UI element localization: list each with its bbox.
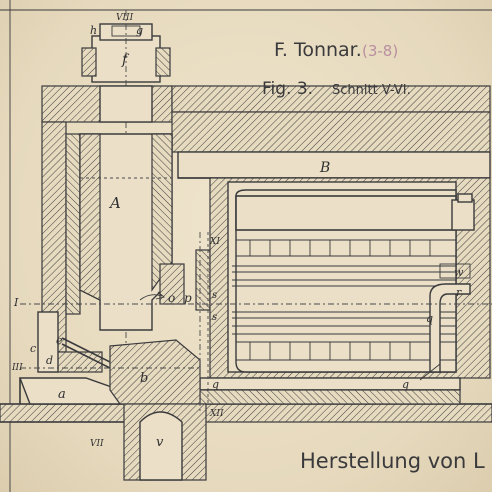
label-f: f <box>121 52 130 68</box>
flue-channel-B-wall <box>171 111 491 153</box>
door-frame-cde <box>37 311 59 373</box>
label-q-left: q <box>212 378 219 391</box>
flue-channel-B <box>177 151 491 179</box>
label-b: b <box>140 371 148 386</box>
label-VIII: VIII <box>116 13 134 23</box>
label-d: d <box>46 354 53 367</box>
label-g: g <box>136 24 143 37</box>
label-e: e <box>56 334 63 347</box>
plate-reference: (3-8) <box>362 42 398 60</box>
label-p: p <box>184 291 192 305</box>
label-a: a <box>58 387 66 402</box>
label-c: c <box>30 342 36 355</box>
roof-masonry-right <box>171 85 491 113</box>
outlet-flange <box>451 199 475 231</box>
label-III: III <box>11 363 23 373</box>
retort-inner-lines <box>232 265 456 335</box>
label-s-bottom: s <box>212 312 217 323</box>
label-q-right: q <box>402 378 409 391</box>
section-title: Schnitt V-VI. <box>332 83 411 98</box>
label-XII: XII <box>209 409 224 419</box>
label-q-top: q <box>426 312 433 325</box>
gas-pipe-q <box>429 283 471 373</box>
label-w: w <box>454 266 464 279</box>
ground-floor <box>0 403 492 423</box>
label-VII: VII <box>90 439 104 449</box>
ash-door-a <box>18 377 121 405</box>
label-r: r <box>456 286 462 299</box>
retort-tube-row-lower <box>236 341 456 361</box>
flow-arrow-o <box>139 294 163 301</box>
label-XI: XI <box>209 237 220 247</box>
ash-channel-v <box>139 411 183 481</box>
caption-text: Herstellung von L <box>300 449 485 473</box>
retort-tube-row-upper <box>236 239 456 257</box>
label-I: I <box>13 296 19 309</box>
author-title: F. Tonnar. <box>274 39 362 61</box>
figure-number: Fig. 3. <box>262 79 313 99</box>
label-h: h <box>90 24 97 37</box>
label-v: v <box>156 435 164 450</box>
bottom-flue-q <box>199 377 461 391</box>
hearth-masonry <box>109 339 201 405</box>
label-o: o <box>168 291 175 305</box>
retort-cylinder <box>235 189 457 373</box>
label-B: B <box>319 160 330 176</box>
label-s-top: s <box>212 290 217 301</box>
label-A: A <box>108 194 121 212</box>
